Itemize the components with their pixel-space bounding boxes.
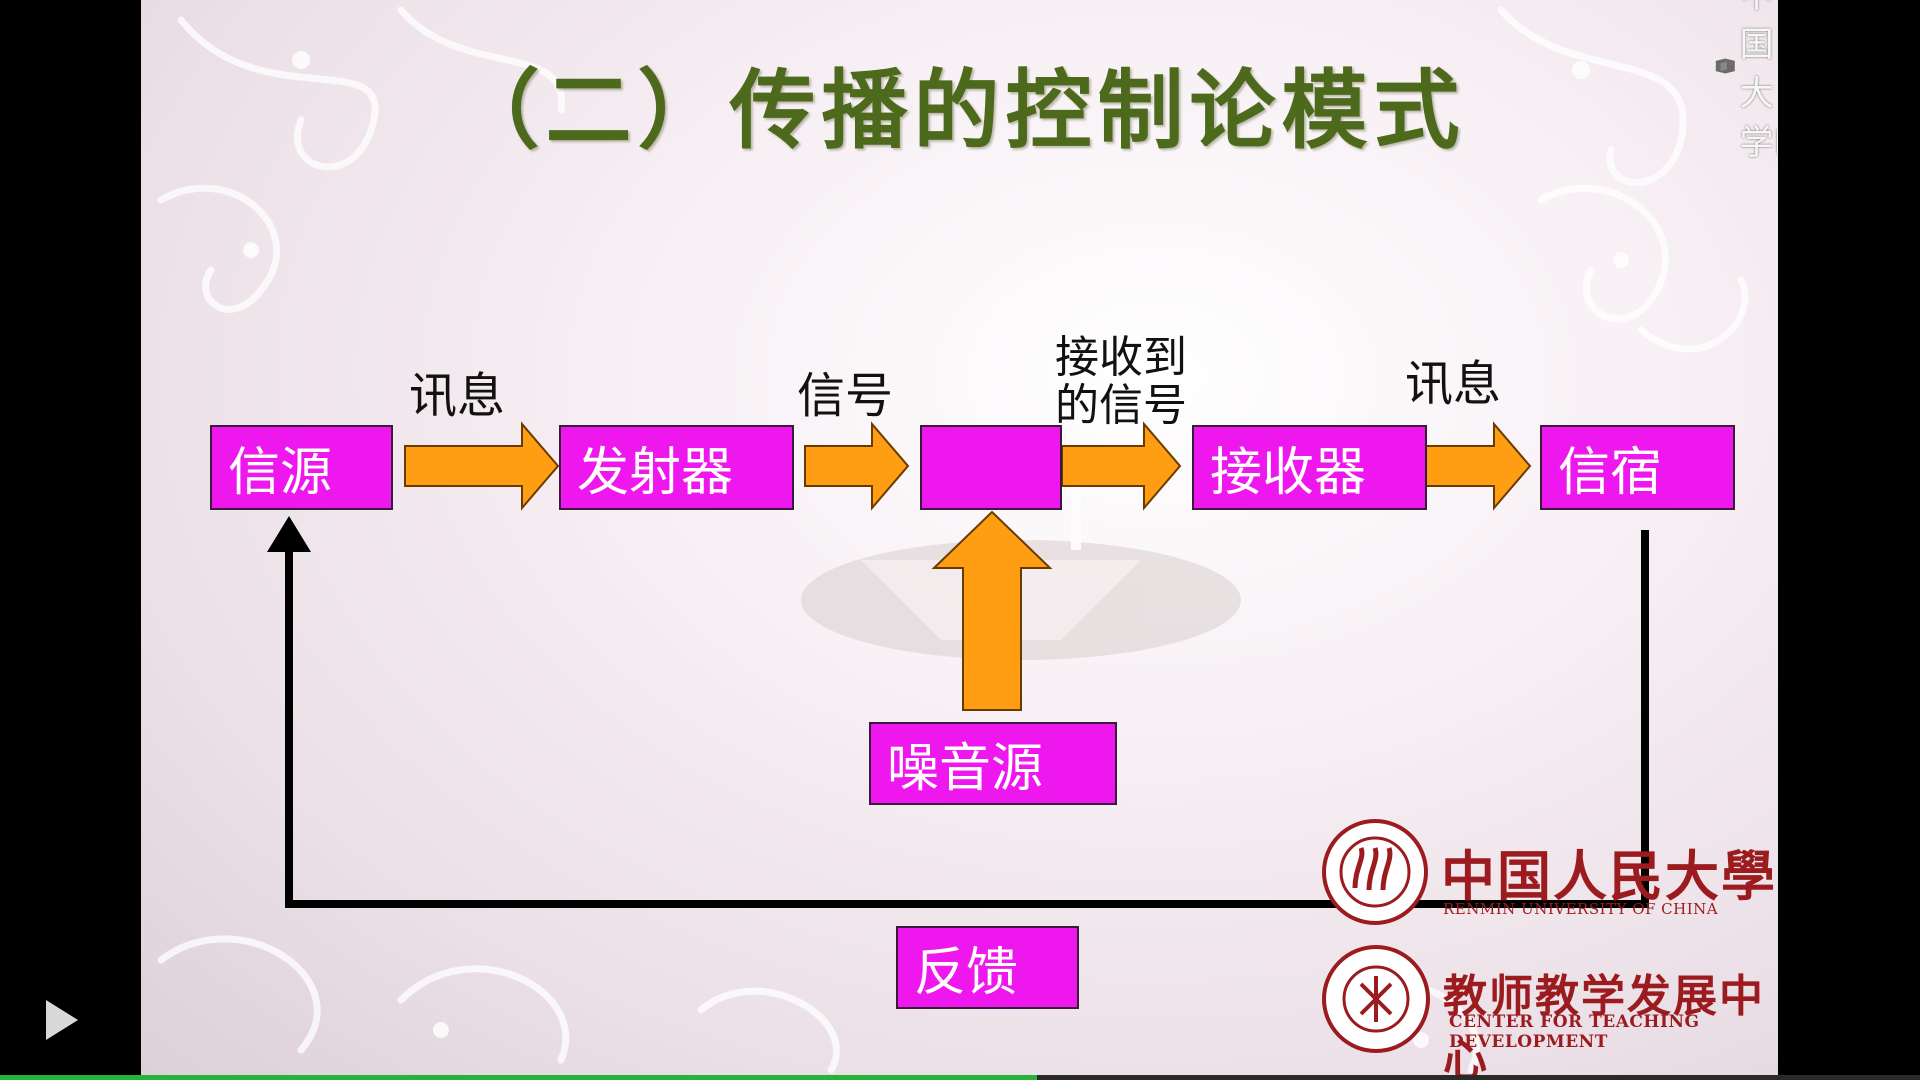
renmin-name-en: RENMIN UNIVERSITY OF CHINA bbox=[1443, 900, 1719, 918]
label-received-signal-line2: 的信号 bbox=[1055, 380, 1187, 431]
label-message-1: 讯息 bbox=[409, 368, 506, 424]
label-signal: 信号 bbox=[797, 368, 894, 424]
node-receiver: 接收器 bbox=[1192, 425, 1427, 510]
mooc-logo-icon bbox=[1715, 58, 1735, 74]
teaching-center-name-cn: 教师教学发展中心 bbox=[1443, 971, 1765, 1075]
node-source: 信源 bbox=[210, 425, 393, 510]
node-transmitter: 发射器 bbox=[559, 425, 794, 510]
watermark-text: 中国大学M bbox=[1739, 0, 1778, 163]
label-received-signal-line1: 接收到 bbox=[1055, 332, 1187, 383]
renmin-name-cn: 中国人民大學 bbox=[1441, 844, 1777, 908]
arrow-channel-to-receiver bbox=[1061, 421, 1182, 511]
video-progress-bar[interactable] bbox=[0, 1075, 1920, 1080]
label-message-2: 讯息 bbox=[1405, 356, 1502, 412]
teaching-center-seal-icon bbox=[1322, 945, 1430, 1053]
arrow-transmitter-to-channel bbox=[804, 421, 910, 511]
node-noise-source: 噪音源 bbox=[869, 722, 1117, 805]
feedback-arrowhead bbox=[267, 516, 311, 552]
play-icon[interactable] bbox=[44, 998, 80, 1042]
teaching-center-name-en: CENTER FOR TEACHING DEVELOPMENT bbox=[1449, 1012, 1700, 1052]
video-progress-fill bbox=[0, 1075, 1037, 1080]
feedback-loop-line bbox=[285, 530, 1649, 908]
arrow-receiver-to-destination bbox=[1425, 421, 1532, 511]
diagram-connectors bbox=[267, 421, 1649, 908]
renmin-seal-icon bbox=[1322, 819, 1428, 925]
slide-title: （二）传播的控制论模式 bbox=[453, 61, 1466, 161]
mooc-watermark: 中国大学M bbox=[1715, 0, 1778, 163]
slide: （二）传播的控制论模式 中国大学M 信源 发射器 bbox=[141, 0, 1778, 1075]
arrow-source-to-transmitter bbox=[404, 421, 560, 511]
arrow-noise-to-channel bbox=[931, 510, 1053, 711]
node-channel bbox=[920, 425, 1062, 510]
node-feedback: 反馈 bbox=[896, 926, 1079, 1009]
node-destination: 信宿 bbox=[1540, 425, 1735, 510]
